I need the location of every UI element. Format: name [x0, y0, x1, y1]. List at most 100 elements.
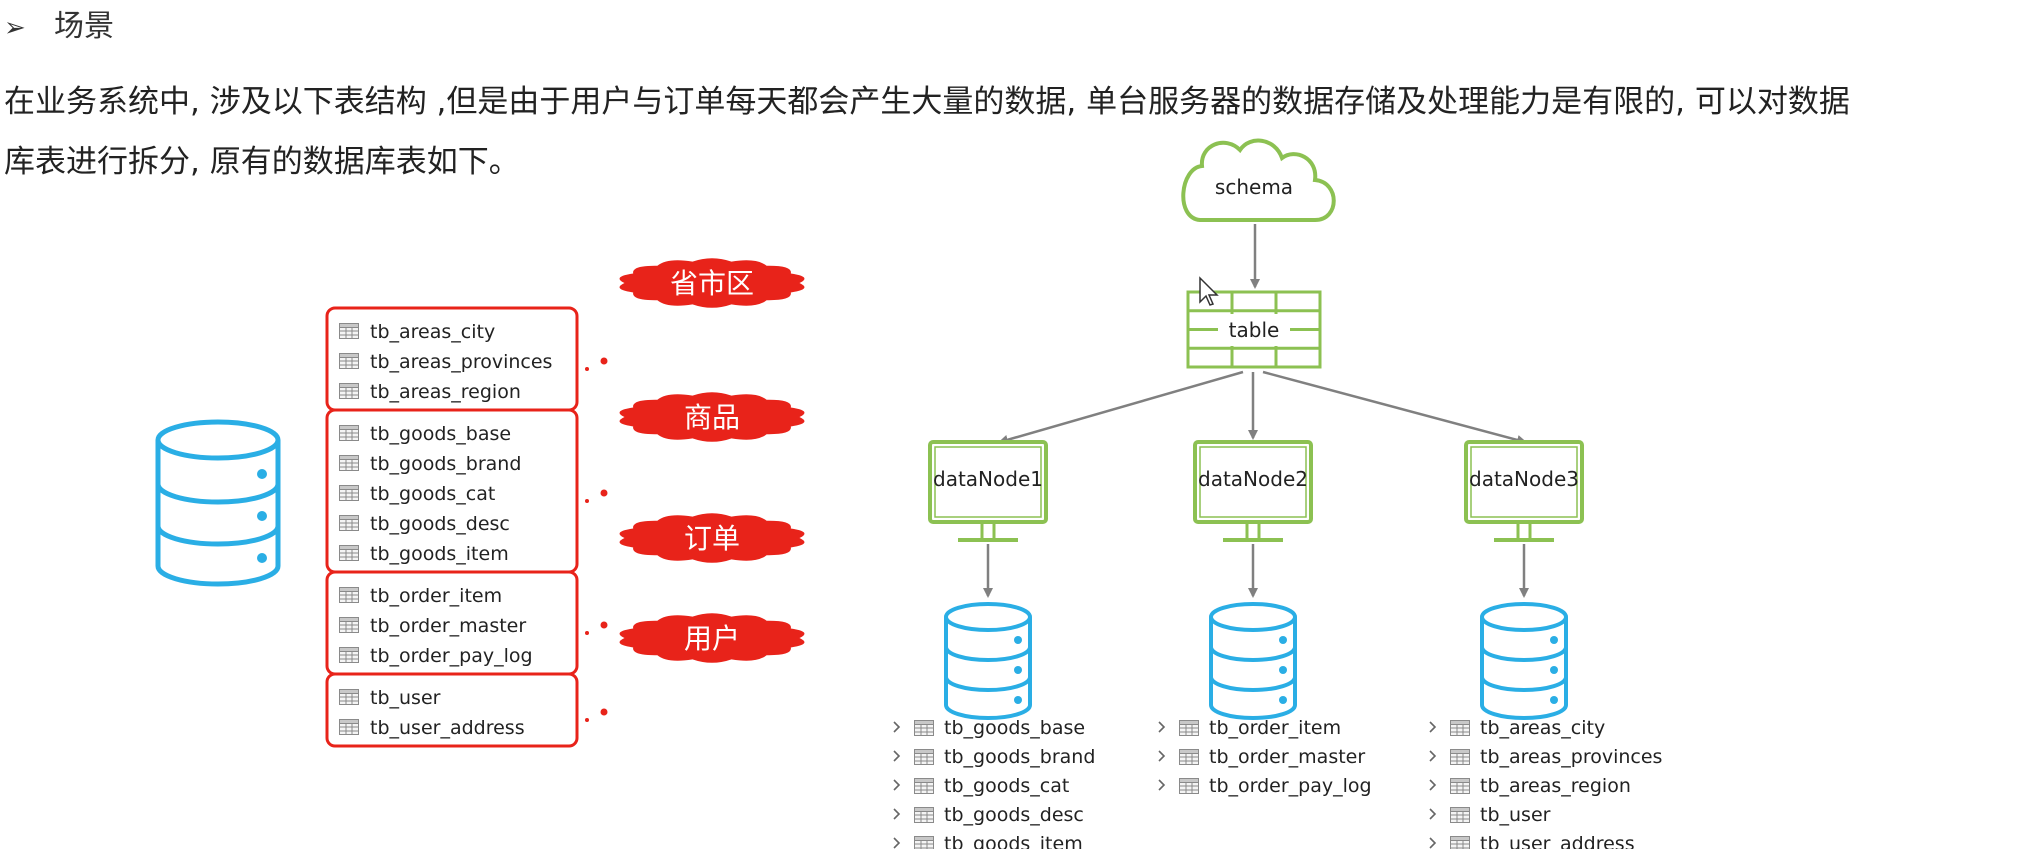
tree-row[interactable]: tb_user — [1429, 804, 1551, 826]
tree-row[interactable]: tb_order_item — [1158, 717, 1341, 739]
database-icon — [1480, 602, 1568, 720]
table-name: tb_order_pay_log — [370, 645, 533, 667]
tree-row[interactable]: tb_areas_provinces — [1429, 746, 1662, 768]
table-name: tb_areas_region — [370, 381, 521, 403]
schema-cloud: schema — [1181, 138, 1336, 222]
table-groups: tb_areas_citytb_areas_provincestb_areas_… — [325, 258, 805, 748]
chevron-right-icon[interactable] — [893, 779, 901, 791]
table-name: tb_goods_brand — [370, 453, 521, 475]
database-icon — [1209, 602, 1297, 720]
chevron-right-icon[interactable] — [1158, 721, 1166, 733]
chevron-right-icon[interactable] — [1429, 808, 1437, 820]
table-name: tb_areas_provinces — [1480, 746, 1662, 768]
table-name: tb_goods_brand — [944, 746, 1095, 768]
chevron-right-icon[interactable] — [1158, 779, 1166, 791]
table-group-0: tb_areas_citytb_areas_provincestb_areas_… — [325, 258, 805, 412]
category-label: 订单 — [684, 522, 740, 555]
table-icon — [339, 353, 359, 369]
paragraph-line-2: 库表进行拆分, 原有的数据库表如下。 — [4, 144, 520, 180]
table-name: tb_goods_cat — [370, 483, 495, 505]
monitor-icon — [1464, 440, 1584, 524]
table-icon — [1450, 807, 1470, 823]
table-name: tb_goods_item — [944, 833, 1083, 849]
chevron-right-icon[interactable] — [893, 808, 901, 820]
table-name: tb_user_address — [370, 717, 525, 739]
bullet-arrow-icon: ➢ — [4, 13, 26, 43]
category-label: 省市区 — [670, 267, 754, 300]
connector-dot — [600, 621, 608, 629]
tree-row[interactable]: tb_goods_desc — [893, 804, 1084, 826]
table-icon — [1450, 778, 1470, 794]
chevron-right-icon[interactable] — [1158, 750, 1166, 762]
chevron-right-icon[interactable] — [1429, 779, 1437, 791]
table-icon — [339, 689, 359, 705]
table-name: tb_order_master — [1209, 746, 1365, 768]
table-icon — [339, 323, 359, 339]
arrow-table-node — [998, 370, 1244, 445]
table-name: tb_goods_cat — [944, 775, 1069, 797]
table-icon — [1179, 778, 1199, 794]
table-group-2: tb_order_item tb_order_master tb_order_pay… — [325, 513, 805, 676]
category-label: 用户 — [684, 622, 740, 655]
connector-dot — [585, 499, 589, 503]
tree-row[interactable]: tb_goods_base — [893, 717, 1085, 739]
chevron-right-icon[interactable] — [1429, 750, 1437, 762]
section-heading: ➢场景 — [4, 2, 114, 53]
data-node-3: dataNode3 tb_areas_city tb_areas_provinces… — [1262, 370, 1662, 849]
database-icon — [155, 419, 281, 587]
category-cloud — [619, 258, 805, 308]
tree-row[interactable]: tb_goods_item — [893, 833, 1083, 849]
table-icon — [1450, 836, 1470, 849]
table-icon — [339, 425, 359, 441]
tree-row[interactable]: tb_user_address — [1429, 833, 1635, 849]
tree-row[interactable]: tb_goods_cat — [893, 775, 1069, 797]
schema-label: schema — [1215, 175, 1293, 199]
node-label: dataNode1 — [933, 467, 1043, 491]
chevron-right-icon[interactable] — [893, 750, 901, 762]
table-name: tb_order_item — [1209, 717, 1341, 739]
chevron-right-icon[interactable] — [1429, 721, 1437, 733]
chevron-right-icon[interactable] — [893, 837, 901, 849]
table-grid: table — [1186, 290, 1322, 369]
table-icon — [339, 515, 359, 531]
sharding-topology: schema table dataNode1 tb_goods_base tb_good… — [893, 138, 1662, 849]
chevron-right-icon[interactable] — [1429, 837, 1437, 849]
table-icon — [914, 807, 934, 823]
node-label: dataNode2 — [1198, 467, 1308, 491]
group-box — [325, 672, 579, 748]
tree-row[interactable]: tb_order_pay_log — [1158, 775, 1372, 797]
tree-row[interactable]: tb_areas_region — [1429, 775, 1631, 797]
table-group-3: tb_user tb_user_address 用户 — [325, 613, 805, 748]
table-name: tb_order_master — [370, 615, 526, 637]
table-name: tb_areas_provinces — [370, 351, 552, 373]
node-label: dataNode3 — [1469, 467, 1579, 491]
connector-dot — [585, 631, 589, 635]
arrow-table-node — [1262, 370, 1527, 445]
table-name: tb_areas_city — [1480, 717, 1605, 739]
table-name: tb_user — [370, 687, 441, 709]
table-name: tb_order_item — [370, 585, 502, 607]
table-name: tb_user_address — [1480, 833, 1635, 849]
table-name: tb_order_pay_log — [1209, 775, 1372, 797]
tree-row[interactable]: tb_areas_city — [1429, 717, 1605, 739]
table-label: table — [1229, 318, 1280, 342]
category-cloud — [619, 392, 805, 442]
tree-row[interactable]: tb_order_master — [1158, 746, 1365, 768]
table-icon — [339, 719, 359, 735]
description-paragraph: 在业务系统中, 涉及以下表结构 ,但是由于用户与订单每天都会产生大量的数据, 单… — [4, 72, 2019, 192]
category-cloud — [619, 613, 805, 663]
paragraph-line-1: 在业务系统中, 涉及以下表结构 ,但是由于用户与订单每天都会产生大量的数据, 单… — [4, 84, 1850, 120]
connector-dot — [585, 718, 589, 722]
mouse-cursor-icon — [1199, 276, 1219, 306]
category-label: 商品 — [684, 401, 740, 434]
chevron-right-icon[interactable] — [893, 721, 901, 733]
table-icon — [1450, 720, 1470, 736]
table-icon — [339, 617, 359, 633]
table-icon — [339, 383, 359, 399]
table-icon — [339, 455, 359, 471]
tree-row[interactable]: tb_goods_brand — [893, 746, 1095, 768]
connector-dot — [600, 357, 608, 365]
table-icon — [914, 749, 934, 765]
monitor-icon — [928, 440, 1048, 524]
